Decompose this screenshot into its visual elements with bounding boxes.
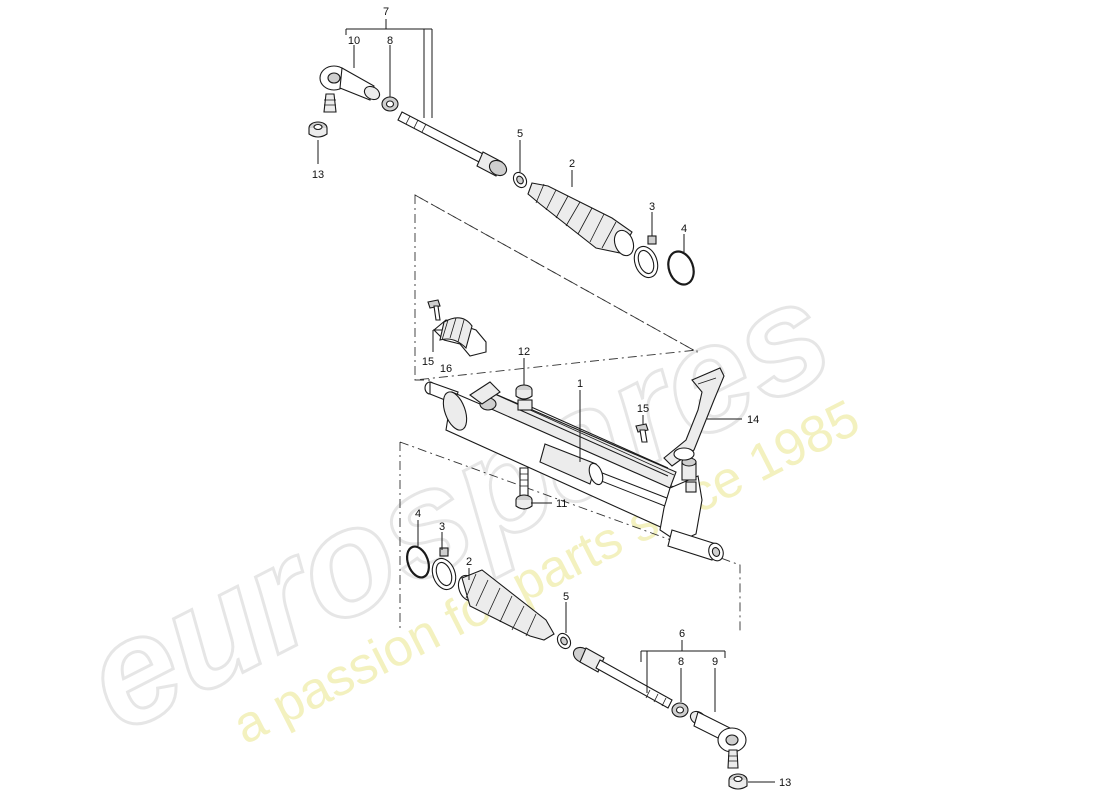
callout-4-upper: 4 — [681, 223, 687, 235]
callout-4-lower: 4 — [415, 508, 421, 520]
bracket-16 — [433, 317, 487, 357]
lock-nut-lower — [671, 702, 689, 718]
lock-nut-upper — [381, 96, 399, 112]
callout-12: 12 — [518, 346, 530, 358]
callout-3-upper: 3 — [649, 201, 655, 213]
tie-rod-end-upper — [319, 65, 381, 113]
bolt-15-left — [427, 299, 441, 321]
callout-11: 11 — [556, 498, 567, 510]
callout-9: 9 — [712, 656, 718, 668]
steering-boot-lower — [457, 569, 555, 641]
callout-5-upper: 5 — [517, 128, 523, 140]
o-ring-4-upper — [667, 250, 695, 286]
steering-rack-housing — [424, 381, 724, 562]
clamp-3-lower — [431, 547, 457, 591]
lock-nut-13-upper — [308, 121, 328, 138]
callout-16: 16 — [440, 363, 452, 375]
callout-labels: 7 10 8 13 5 2 3 4 15 16 12 1 15 14 11 4 … — [312, 6, 791, 789]
inner-tie-rod-lower — [572, 646, 673, 709]
callout-14: 14 — [747, 414, 759, 426]
callout-7: 7 — [383, 6, 389, 18]
ring-5-upper — [512, 171, 528, 189]
callout-13-upper: 13 — [312, 169, 324, 181]
callout-1: 1 — [577, 378, 583, 390]
callout-15-left: 15 — [422, 356, 434, 368]
callout-2-lower: 2 — [466, 556, 472, 568]
callout-2-upper: 2 — [569, 158, 575, 170]
callout-10: 10 — [348, 35, 360, 47]
upper-assembly-frame-edges — [414, 194, 698, 381]
ring-5-lower — [556, 632, 572, 650]
callout-8-lower: 8 — [678, 656, 684, 668]
bolt-15-right — [635, 423, 649, 443]
pressure-line-14 — [663, 367, 725, 467]
clamp-3-upper — [633, 235, 659, 279]
callout-13-lower: 13 — [779, 777, 791, 789]
callout-6: 6 — [679, 628, 685, 640]
bolt-11 — [515, 467, 533, 510]
nut-12 — [515, 384, 533, 400]
callout-8-upper: 8 — [387, 35, 393, 47]
callout-15-right: 15 — [637, 403, 649, 415]
callout-5-lower: 5 — [563, 591, 569, 603]
leader-lines — [317, 19, 775, 783]
steering-boot-upper — [527, 182, 635, 257]
inner-tie-rod-upper — [397, 111, 508, 177]
callout-3-lower: 3 — [439, 521, 445, 533]
lock-nut-13-lower — [728, 773, 748, 790]
o-ring-4-lower — [406, 545, 430, 579]
lower-assembly-frame — [399, 441, 741, 632]
tie-rod-end-lower — [689, 710, 747, 769]
